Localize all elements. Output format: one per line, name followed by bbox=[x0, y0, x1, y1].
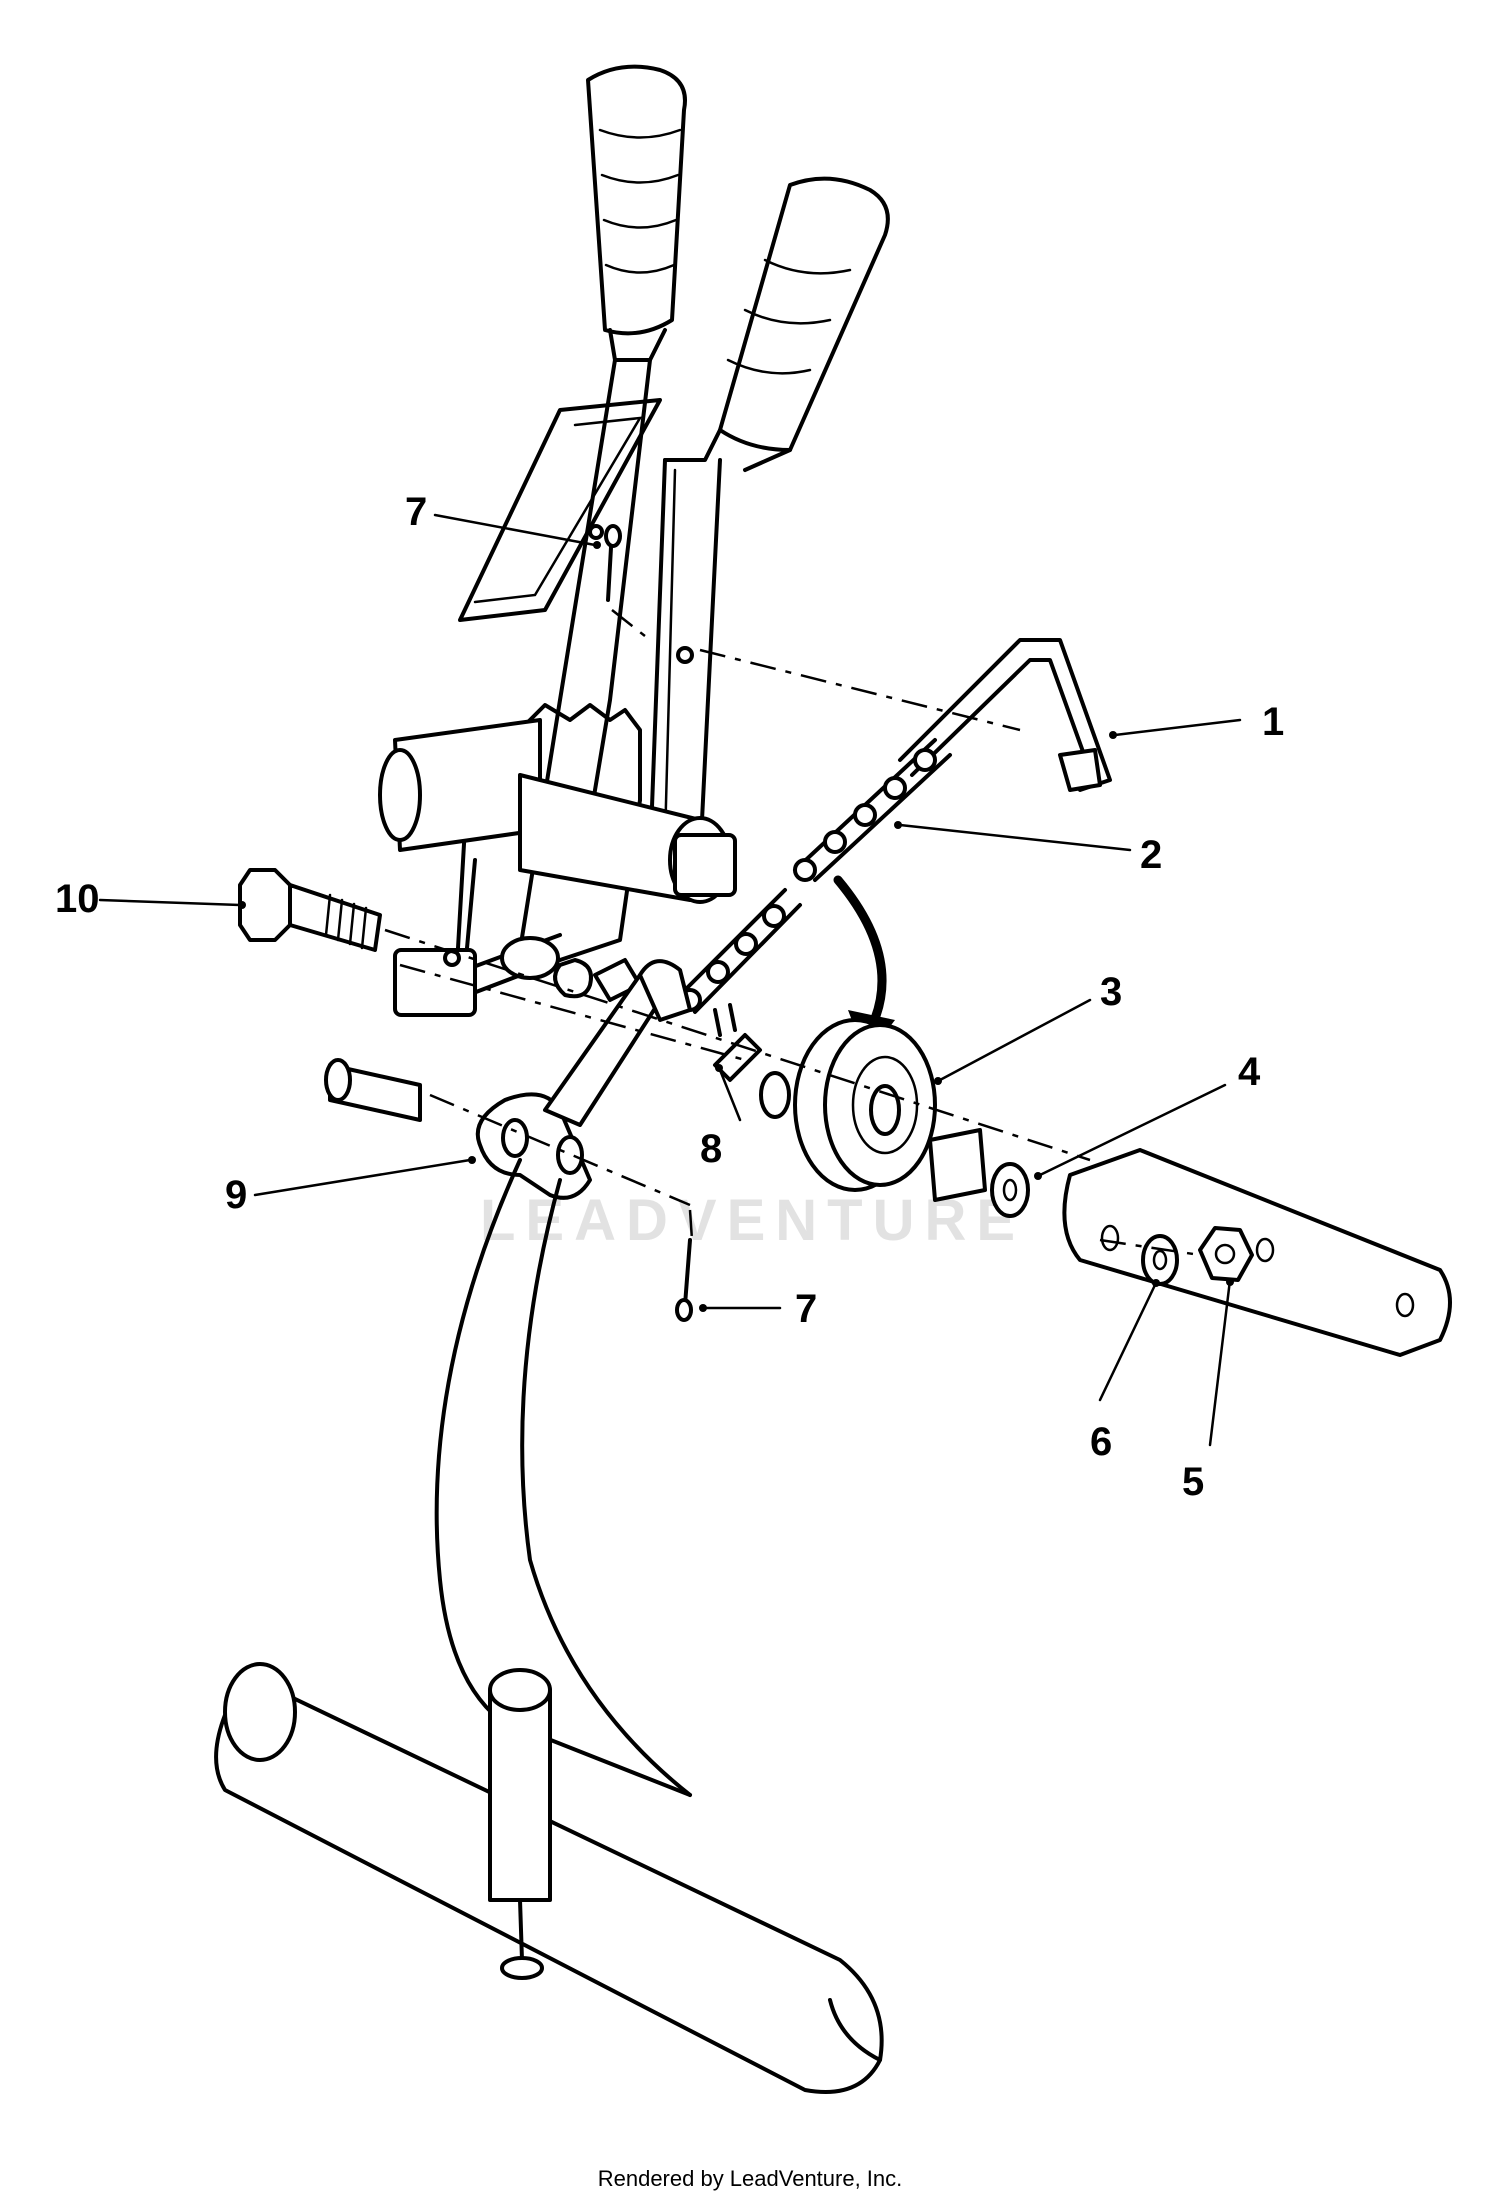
callout-6: 6 bbox=[1090, 1420, 1112, 1464]
pivot-shaft bbox=[378, 718, 737, 904]
chain-upper bbox=[793, 738, 952, 882]
rear-lever-handle bbox=[458, 64, 687, 952]
callout-5: 5 bbox=[1182, 1460, 1204, 1504]
lock-washer bbox=[1141, 1234, 1179, 1286]
pedal-post bbox=[488, 1668, 552, 1980]
callout-2: 2 bbox=[1140, 833, 1162, 877]
callout-10: 10 bbox=[55, 877, 100, 921]
callout-3: 3 bbox=[1100, 970, 1122, 1014]
leader-lines bbox=[98, 513, 1242, 1447]
callout-8: 8 bbox=[700, 1127, 722, 1171]
hex-bolt bbox=[238, 868, 382, 952]
callout-1: 1 bbox=[1262, 700, 1284, 744]
callout-4: 4 bbox=[1238, 1050, 1261, 1094]
clevis bbox=[475, 959, 692, 1200]
spacer-washer bbox=[759, 1071, 791, 1119]
cotter-pin-top bbox=[604, 524, 622, 602]
credit-text: Rendered by LeadVenture, Inc. bbox=[598, 2166, 903, 2191]
clevis-pin bbox=[324, 1058, 422, 1122]
pedal-arm bbox=[434, 1158, 692, 1797]
front-lever-handle bbox=[648, 176, 890, 862]
idler-pulley bbox=[793, 1018, 987, 1202]
callout-9: 9 bbox=[225, 1173, 247, 1217]
cotter-pin-bottom bbox=[675, 1238, 693, 1322]
assembly-centerlines bbox=[384, 609, 1201, 1257]
chain-lower bbox=[673, 888, 802, 1014]
callout-7-bottom: 7 bbox=[795, 1287, 817, 1331]
flat-washer bbox=[990, 1162, 1030, 1218]
leader-arrowheads bbox=[238, 541, 1234, 1312]
hex-nut bbox=[1198, 1226, 1254, 1282]
ratchet-bracket bbox=[393, 703, 642, 1017]
idler-bracket-plate bbox=[1062, 1148, 1452, 1357]
callout-7-top: 7 bbox=[405, 490, 427, 534]
